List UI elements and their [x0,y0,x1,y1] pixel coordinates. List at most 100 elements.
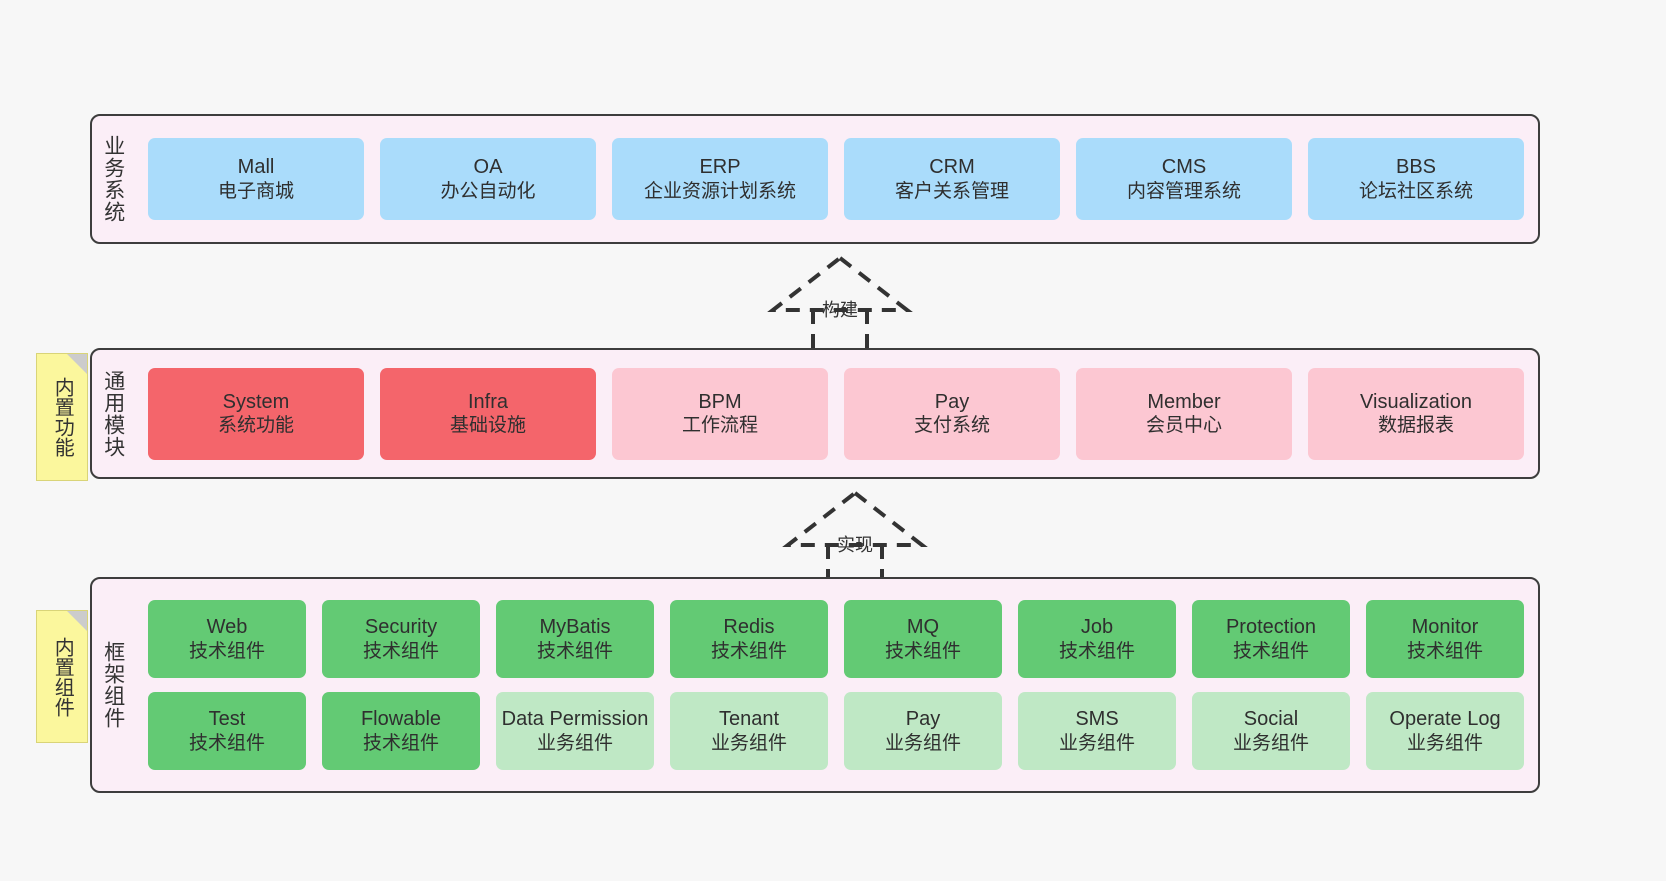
card-security[interactable]: Security 技术组件 [322,600,480,678]
card-protection-en: Protection [1225,616,1317,639]
card-data-permission[interactable]: Data Permission 业务组件 [496,692,654,770]
card-mybatis-en: MyBatis [539,616,611,639]
arrow-build: 构建 [755,252,925,354]
card-tenant[interactable]: Tenant 业务组件 [670,692,828,770]
card-protection-cn: 技术组件 [1232,640,1309,662]
card-oa-cn: 办公自动化 [440,180,536,202]
card-operate-log-en: Operate Log [1389,708,1501,731]
card-redis-cn: 技术组件 [710,640,787,662]
note-fold-corner-icon [67,611,87,631]
card-security-en: Security [364,616,438,639]
card-crm-en: CRM [929,156,975,179]
card-mq[interactable]: MQ 技术组件 [844,600,1002,678]
card-mall-cn: 电子商城 [217,180,294,202]
card-mybatis-cn: 技术组件 [536,640,613,662]
card-mybatis[interactable]: MyBatis 技术组件 [496,600,654,678]
card-system[interactable]: System 系统功能 [148,367,364,460]
card-operate-log-cn: 业务组件 [1406,732,1483,754]
layer-body-business-system: Mall 电子商城 OA 办公自动化 ERP 企业资源计划系统 CRM 客户关系… [134,116,1538,242]
note-builtin-component-label: 内置组件 [51,636,74,717]
layer-body-common-modules: System 系统功能 Infra 基础设施 BPM 工作流程 Pay 支付系统… [134,350,1538,477]
card-test-cn: 技术组件 [188,732,265,754]
card-system-en: System [222,390,290,413]
card-infra[interactable]: Infra 基础设施 [380,367,596,460]
card-job-en: Job [1080,616,1114,639]
card-bbs-cn: 论坛社区系统 [1358,180,1473,202]
card-pay-component[interactable]: Pay 业务组件 [844,692,1002,770]
card-data-permission-cn: 业务组件 [536,732,613,754]
layer-title-business-system: 业务系统 [101,135,125,223]
card-visualization-cn: 数据报表 [1377,415,1454,437]
card-erp-cn: 企业资源计划系统 [643,180,796,202]
card-tenant-cn: 业务组件 [710,732,787,754]
card-bpm-cn: 工作流程 [681,415,758,437]
card-mall[interactable]: Mall 电子商城 [148,138,364,220]
card-pay-component-cn: 业务组件 [884,732,961,754]
card-cms[interactable]: CMS 内容管理系统 [1076,138,1292,220]
layer-common-modules: 通用模块 System 系统功能 Infra 基础设施 BPM 工作流程 Pay… [90,348,1540,479]
card-test-en: Test [208,708,246,731]
card-cms-cn: 内容管理系统 [1126,180,1241,202]
arrow-build-label: 构建 [822,300,858,320]
card-crm[interactable]: CRM 客户关系管理 [844,138,1060,220]
card-data-permission-en: Data Permission [501,708,649,731]
card-pay-module-en: Pay [934,390,970,413]
card-pay-module-cn: 支付系统 [913,415,990,437]
framework-row-business: Test 技术组件 Flowable 技术组件 Data Permission … [148,692,1524,770]
framework-row-technical: Web 技术组件 Security 技术组件 MyBatis 技术组件 Redi… [148,600,1524,678]
card-web-en: Web [206,616,248,639]
note-builtin-function-label: 内置功能 [51,377,74,457]
card-redis-en: Redis [723,616,775,639]
card-flowable[interactable]: Flowable 技术组件 [322,692,480,770]
card-crm-cn: 客户关系管理 [894,180,1009,202]
card-pay-component-en: Pay [905,708,941,731]
card-visualization[interactable]: Visualization 数据报表 [1308,367,1524,460]
layer-body-framework-components: Web 技术组件 Security 技术组件 MyBatis 技术组件 Redi… [134,579,1538,791]
card-redis[interactable]: Redis 技术组件 [670,600,828,678]
card-member-en: Member [1147,390,1221,413]
arrow-implement: 实现 [770,487,940,589]
card-protection[interactable]: Protection 技术组件 [1192,600,1350,678]
card-erp[interactable]: ERP 企业资源计划系统 [612,138,828,220]
card-web[interactable]: Web 技术组件 [148,600,306,678]
card-sms-cn: 业务组件 [1058,732,1135,754]
note-fold-corner-icon [67,354,87,374]
note-builtin-function: 内置功能 [36,353,88,481]
card-social-en: Social [1243,708,1299,731]
card-job[interactable]: Job 技术组件 [1018,600,1176,678]
card-job-cn: 技术组件 [1058,640,1135,662]
card-monitor-en: Monitor [1411,616,1479,639]
card-flowable-cn: 技术组件 [362,732,439,754]
card-cms-en: CMS [1161,156,1207,179]
card-infra-cn: 基础设施 [449,415,526,437]
card-social-cn: 业务组件 [1232,732,1309,754]
layer-title-framework-components: 框架组件 [101,641,125,729]
card-infra-en: Infra [467,390,509,413]
arrow-implement-label: 实现 [837,535,873,555]
card-sms[interactable]: SMS 业务组件 [1018,692,1176,770]
card-web-cn: 技术组件 [188,640,265,662]
card-visualization-en: Visualization [1360,390,1472,413]
card-sms-en: SMS [1075,708,1119,731]
layer-framework-components: 框架组件 Web 技术组件 Security 技术组件 MyBatis 技术组件… [90,577,1540,793]
card-member[interactable]: Member 会员中心 [1076,367,1292,460]
card-bpm[interactable]: BPM 工作流程 [612,367,828,460]
card-mq-cn: 技术组件 [884,640,961,662]
note-builtin-component: 内置组件 [36,610,88,743]
card-oa[interactable]: OA 办公自动化 [380,138,596,220]
card-oa-en: OA [473,156,503,179]
card-tenant-en: Tenant [718,708,780,731]
card-social[interactable]: Social 业务组件 [1192,692,1350,770]
card-test[interactable]: Test 技术组件 [148,692,306,770]
card-erp-en: ERP [699,156,741,179]
card-monitor-cn: 技术组件 [1406,640,1483,662]
card-operate-log[interactable]: Operate Log 业务组件 [1366,692,1524,770]
card-bbs[interactable]: BBS 论坛社区系统 [1308,138,1524,220]
layer-title-common-modules: 通用模块 [101,369,125,458]
card-monitor[interactable]: Monitor 技术组件 [1366,600,1524,678]
card-pay-module[interactable]: Pay 支付系统 [844,367,1060,460]
card-member-cn: 会员中心 [1145,415,1222,437]
card-security-cn: 技术组件 [362,640,439,662]
card-mq-en: MQ [906,616,940,639]
card-flowable-en: Flowable [360,708,442,731]
